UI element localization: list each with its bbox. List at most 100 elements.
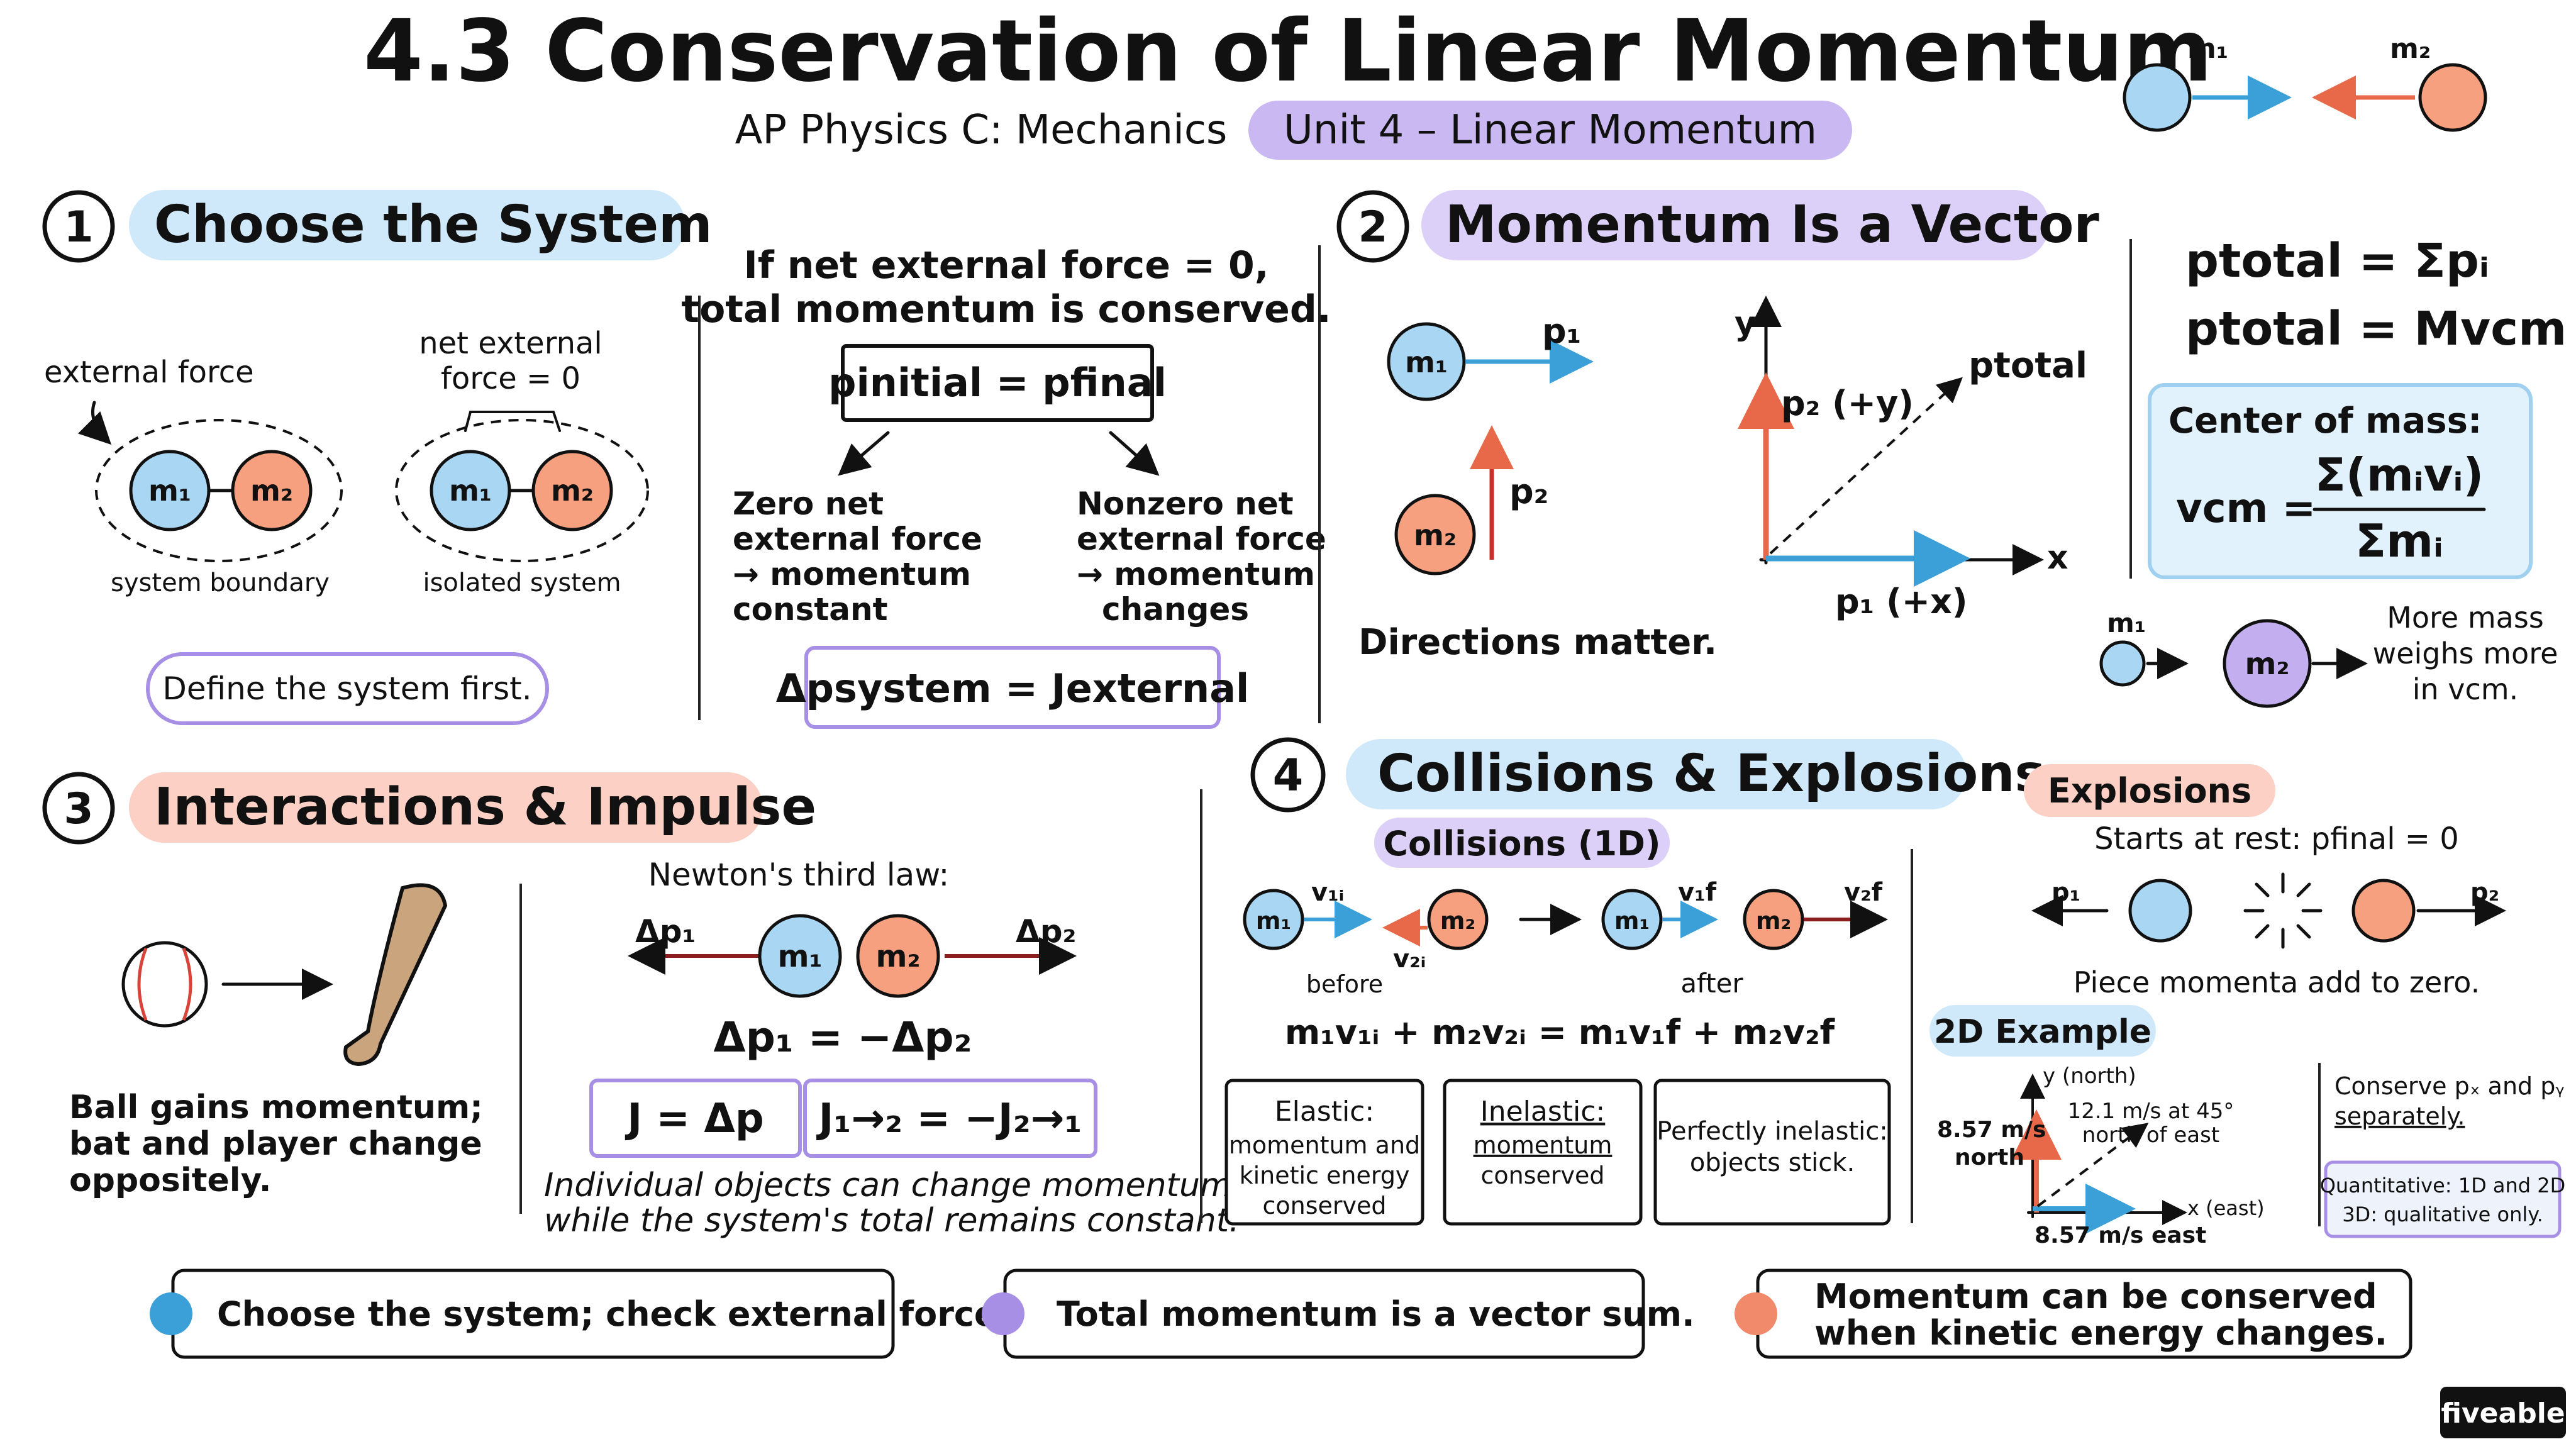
elastic-3: kinetic energy (1240, 1162, 1410, 1189)
section-3-number (42, 772, 115, 845)
collision-equation: m₁v₁ᵢ + m₂v₂ᵢ = m₁v₁f + m₂v₂f (1285, 1013, 1835, 1052)
section-1-number-text: 1 (64, 203, 93, 252)
page-subtitle: AP Physics C: Mechanics (735, 107, 1228, 153)
elastic-2: momentum and (1229, 1131, 1420, 1159)
vector-m1-label: m₁ (1405, 345, 1448, 379)
after-m2-label: m₂ (1756, 907, 1791, 935)
inelastic-3: conserved (1480, 1162, 1604, 1189)
system-boundary-label: system boundary (111, 569, 330, 597)
section-2-number (1336, 190, 1409, 263)
before-m2-label: m₂ (1440, 907, 1475, 935)
starts-at-rest: Starts at rest: pfinal = 0 (2094, 821, 2459, 857)
baseball-stitch-right (182, 948, 192, 1021)
branch-arrow-left (838, 431, 890, 476)
conservation-rule-1: If net external force = 0, (743, 243, 1269, 287)
page-title: 4.3 Conservation of Linear Momentum (364, 2, 2212, 101)
before-v1i-label: v₁ᵢ (1311, 878, 1344, 907)
system-2-m1-label: m₁ (449, 474, 492, 508)
example-2d-pill (1929, 1005, 2156, 1057)
j-eq: J = Δp (625, 1096, 763, 1142)
ex2d-north-axis-label: y (north) (2043, 1063, 2136, 1089)
inelastic-2: momentum (1474, 1131, 1613, 1159)
conserve-separately-2: separately. (2334, 1102, 2465, 1130)
zero-net-2: external force (733, 521, 982, 557)
graph-p2y-label: p₂ (+y) (1781, 384, 1914, 423)
footer-takeaway-3b: when kinetic energy changes. (1814, 1313, 2387, 1353)
mass-m2-ball (2223, 619, 2312, 708)
before-m2-ball (1427, 889, 1489, 950)
initial-final-box (841, 344, 1154, 422)
explosions-pill (2024, 764, 2275, 817)
header-m2-ball (2418, 63, 2487, 132)
define-system-text: Define the system first. (162, 670, 531, 707)
newton-m2-label: m₂ (875, 939, 920, 974)
zero-net-3: → momentum (733, 556, 971, 592)
quantitative-box (2324, 1160, 2562, 1238)
baseball-icon (121, 941, 208, 1028)
after-m2-ball (1743, 889, 1804, 950)
impulse-eq-box (804, 646, 1221, 729)
explosions-label: Explosions (2048, 771, 2251, 811)
explosion-p1-label: p₁ (2051, 878, 2080, 907)
ball-gains-3: oppositely. (69, 1162, 272, 1199)
section-1-title: Choose the System (154, 195, 713, 255)
collisions-label: Collisions (1D) (1383, 824, 1660, 863)
graph-y-label: y (1735, 305, 1756, 343)
unit-badge-bg (1248, 101, 1852, 160)
ex2d-east-axis-label: x (east) (2187, 1196, 2265, 1220)
nonzero-net-1: Nonzero net (1077, 486, 1294, 522)
system-1-m1-label: m₁ (148, 474, 191, 508)
ptotal-mv-eq: ptotal = Mvcm (2185, 302, 2567, 356)
elastic-box (1224, 1079, 1424, 1226)
isolated-boundary (395, 419, 649, 562)
mass-note-1: More mass (2387, 601, 2544, 635)
section-1-title-bg (129, 190, 686, 260)
external-force-arrow (78, 401, 112, 445)
collisions-pill (1374, 818, 1670, 868)
mass-note-3: in vcm. (2412, 672, 2519, 706)
vcm-numerator: Σ(mᵢvᵢ) (2315, 448, 2484, 501)
vector-m2-ball (1394, 494, 1476, 575)
net-external-label: net external (419, 326, 602, 361)
ex2d-north-word: north (1955, 1145, 2024, 1170)
elastic-4: conserved (1262, 1192, 1386, 1219)
j12-eq-box (803, 1079, 1097, 1158)
header-m1-label: m₁ (2187, 33, 2228, 65)
system-2-m2-label: m₂ (551, 474, 594, 508)
system-1-m2 (231, 450, 313, 531)
branch-arrow-right (1109, 431, 1160, 476)
dp2-label: Δp₂ (1016, 913, 1076, 950)
conserve-separately-1: Conserve pₓ and pᵧ (2334, 1072, 2565, 1100)
section-2-number-text: 2 (1358, 203, 1387, 252)
elastic-1: Elastic: (1275, 1096, 1374, 1128)
force-zero-bracket (464, 411, 561, 432)
inelastic-1: Inelastic: (1480, 1096, 1606, 1128)
initial-final-eq: pinitial = pfinal (828, 360, 1167, 406)
unit-badge: Unit 4 – Linear Momentum (1284, 107, 1817, 153)
section-4-number-text: 4 (1273, 750, 1304, 801)
brand-logo: fiveable (2441, 1397, 2565, 1430)
mass-note-2: weighs more (2373, 636, 2558, 670)
header-m1-ball (2123, 63, 2192, 132)
inelastic-box (1443, 1079, 1643, 1226)
isolated-system-label: isolated system (423, 569, 621, 597)
vector-p2-label: p₂ (1509, 472, 1548, 511)
explosion-burst-icon (2243, 872, 2323, 949)
external-force-label: external force (44, 355, 254, 390)
center-of-mass-label: Center of mass: (2168, 401, 2482, 441)
ex2d-north-value: 8.57 m/s (1937, 1117, 2046, 1143)
footer-dot-red (1735, 1292, 1777, 1335)
impulse-eq: Δpsystem = Jexternal (776, 665, 1250, 711)
system-2-m2 (531, 450, 613, 531)
individual-note-1: Individual objects can change momentum (544, 1167, 1232, 1204)
explosion-p2-label: p₂ (2470, 878, 2499, 907)
newton-m1-ball (758, 914, 842, 998)
mass-m1-label: m₁ (2107, 608, 2146, 638)
directions-matter: Directions matter. (1358, 622, 1717, 663)
before-label: before (1306, 970, 1383, 998)
conservation-rule-2: total momentum is conserved. (681, 287, 1331, 331)
newton-m2-ball (856, 914, 940, 998)
graph-ptotal-label: ptotal (1968, 345, 2087, 386)
